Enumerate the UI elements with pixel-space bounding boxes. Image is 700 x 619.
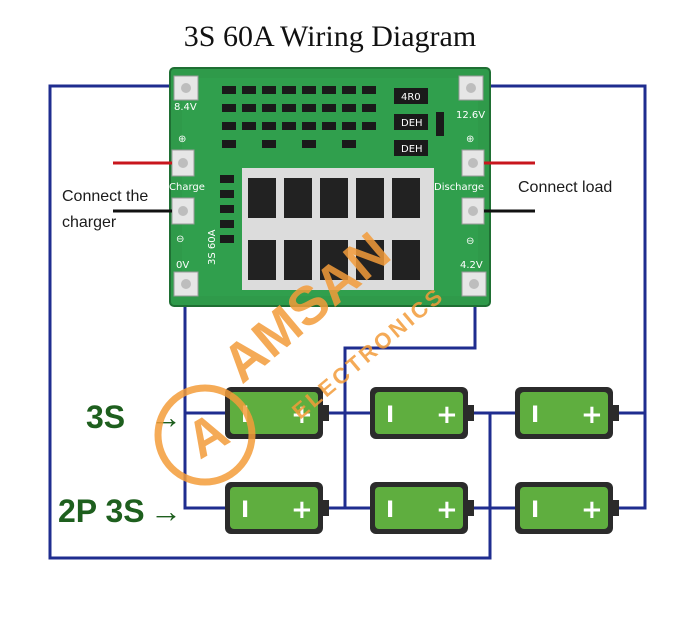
smd-components <box>222 86 376 148</box>
pcb-minus-marker-right: ⊖ <box>466 236 474 247</box>
pad-12v6: 12.6V <box>456 75 485 121</box>
board-marking: 3S 60A <box>207 229 218 265</box>
wire-0v <box>183 290 225 510</box>
battery-body <box>375 487 463 529</box>
battery-array: I+I+I+I+I+I+ <box>225 387 619 534</box>
battery-plus-sign: + <box>291 495 313 525</box>
battery-plus-sign: + <box>291 400 313 430</box>
battery-terminal <box>323 500 329 516</box>
pad-8v4: 8.4V <box>173 75 199 113</box>
resistor-code-2: DEH <box>401 118 423 129</box>
charger-label-line1: Connect the <box>62 188 148 205</box>
row-label-2p3s: 2P 3S <box>58 493 145 529</box>
battery-cell: I+ <box>225 482 329 534</box>
battery-minus-sign: I <box>241 498 249 523</box>
wire-4v2 <box>343 290 477 413</box>
battery-cell: I+ <box>515 482 619 534</box>
shunt-resistors: 4R0 DEH DEH <box>394 88 444 156</box>
pad-0v: 0V <box>173 260 199 297</box>
battery-terminal <box>468 500 474 516</box>
resistor-code-3: DEH <box>401 144 423 155</box>
diagram-title: 3S 60A Wiring Diagram <box>184 20 476 53</box>
pad-charge-label: Charge <box>169 182 205 193</box>
pad-discharge-label: Discharge <box>434 182 484 193</box>
battery-terminal <box>613 500 619 516</box>
row-label-3s: 3S <box>86 399 125 435</box>
battery-body <box>520 392 608 434</box>
pad-0v-label: 0V <box>176 260 189 271</box>
pad-discharge: Discharge <box>434 149 485 225</box>
bms-pcb: 8.4V 12.6V Charge Discharge 0V <box>169 67 491 307</box>
battery-plus-sign: + <box>581 495 603 525</box>
battery-plus-sign: + <box>436 495 458 525</box>
charger-label-line2: charger <box>62 214 117 231</box>
pad-4v2: 4.2V <box>460 260 487 297</box>
battery-terminal <box>468 405 474 421</box>
pcb-plus-marker-right: ⊕ <box>466 134 474 145</box>
pad-12v6-label: 12.6V <box>456 110 485 121</box>
battery-terminal <box>323 405 329 421</box>
pad-4v2-label: 4.2V <box>460 260 483 271</box>
battery-minus-sign: I <box>386 498 394 523</box>
left-components <box>220 175 234 243</box>
battery-cell: I+ <box>515 387 619 439</box>
row-arrow-2p3s: → <box>150 493 182 529</box>
external-wires <box>113 161 535 213</box>
battery-minus-sign: I <box>531 403 539 428</box>
load-label: Connect load <box>518 179 612 196</box>
pcb-minus-marker-left: ⊖ <box>176 234 184 245</box>
battery-plus-sign: + <box>436 400 458 430</box>
battery-body <box>520 487 608 529</box>
battery-terminal <box>613 405 619 421</box>
wiring <box>48 84 647 560</box>
battery-cell: I+ <box>370 482 474 534</box>
battery-body <box>230 487 318 529</box>
resistor-code: 4R0 <box>401 92 421 103</box>
pcb-plus-marker-left: ⊕ <box>178 134 186 145</box>
battery-cell: I+ <box>370 387 474 439</box>
mosfet-array <box>242 168 434 290</box>
watermark-logo-circle <box>154 384 256 486</box>
wire-8v4 <box>48 84 492 560</box>
pad-8v4-label: 8.4V <box>174 102 197 113</box>
wire-12v6 <box>470 84 647 510</box>
battery-minus-sign: I <box>386 403 394 428</box>
battery-body <box>375 392 463 434</box>
battery-plus-sign: + <box>581 400 603 430</box>
pad-charge: Charge <box>169 149 205 225</box>
battery-minus-sign: I <box>531 498 539 523</box>
